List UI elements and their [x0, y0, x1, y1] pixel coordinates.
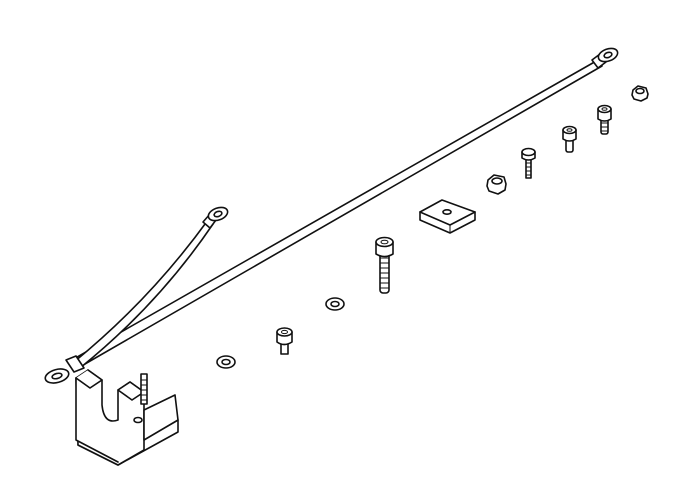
bracket-icon	[75, 369, 179, 466]
nut-icon	[631, 85, 649, 102]
bolt-icon	[276, 327, 293, 355]
bolt-icon	[375, 236, 394, 294]
short-cable	[73, 206, 229, 369]
screw-icon	[562, 125, 577, 153]
long-cable	[71, 47, 619, 369]
cable-lug	[44, 355, 85, 384]
stud-icon	[140, 373, 148, 405]
washer-icon	[216, 355, 236, 369]
nut-icon	[486, 174, 507, 195]
screw-icon	[521, 147, 536, 179]
lock-washer-icon	[325, 297, 345, 311]
plate-icon	[419, 199, 476, 234]
screw-icon	[597, 104, 612, 135]
